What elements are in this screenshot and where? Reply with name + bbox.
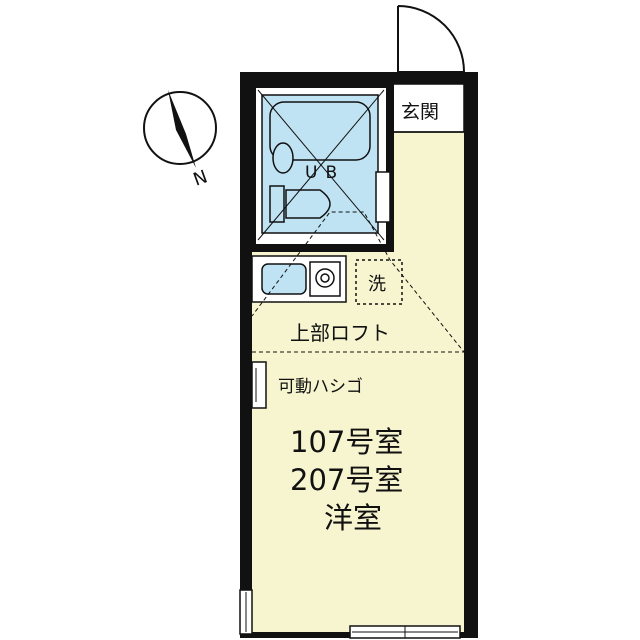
compass-north-label: N [191, 166, 211, 190]
entrance-door [397, 5, 465, 73]
unit-bath-label: UB [305, 163, 345, 183]
room-type-label: 洋室 [324, 501, 382, 535]
ladder-label: 可動ハシゴ [278, 376, 363, 397]
stove-burner [315, 268, 335, 288]
unit-number-1: 107号室 [290, 425, 403, 459]
unit-number-2: 207号室 [290, 463, 403, 497]
toilet [285, 189, 331, 219]
loft-label: 上部ロフト [290, 321, 390, 345]
entrance-label: 玄関 [401, 101, 439, 123]
entrance-area [389, 83, 465, 133]
unit-bath: UB [248, 80, 394, 252]
kitchen-area [251, 255, 347, 303]
washbasin [272, 142, 294, 174]
compass: N [143, 90, 217, 191]
compass-needle [168, 90, 196, 168]
washer-label: 洗 [368, 274, 386, 295]
washer-space [355, 259, 403, 305]
kitchen-sink [261, 263, 307, 295]
ladder [251, 361, 267, 409]
